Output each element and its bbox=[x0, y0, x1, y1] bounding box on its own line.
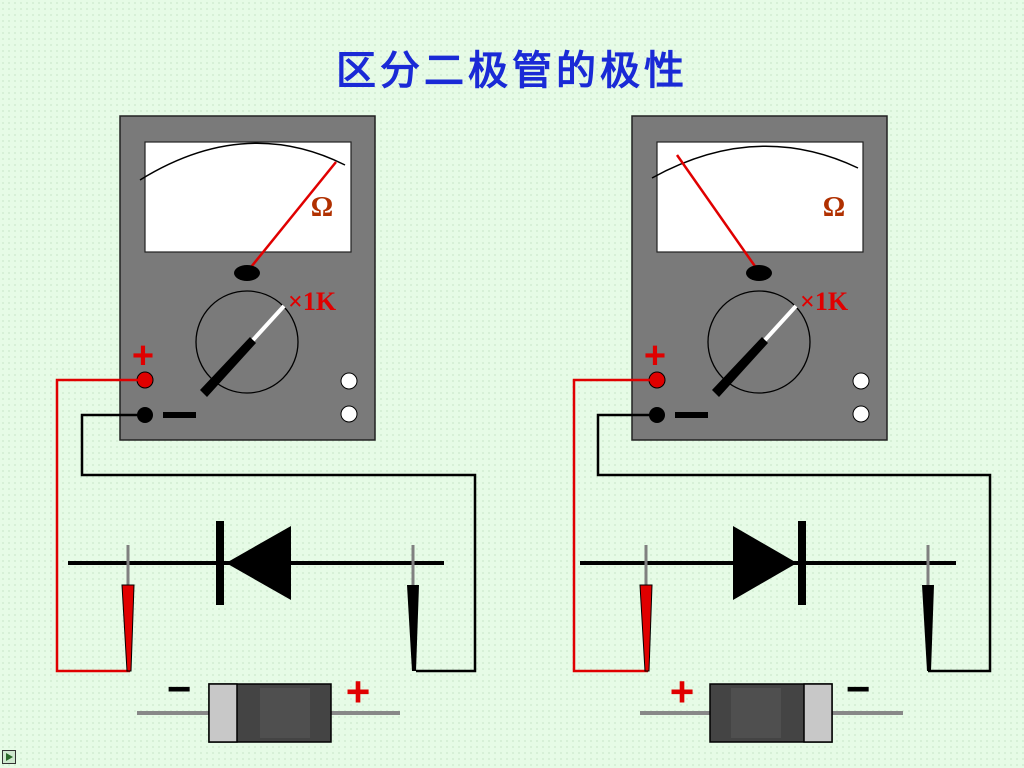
minus-jack-label bbox=[675, 412, 708, 418]
ohm-symbol: Ω bbox=[311, 192, 333, 223]
multimeter-right: Ω ×1K + bbox=[631, 115, 888, 441]
meter-dial-face bbox=[144, 141, 352, 253]
aux-jack-1[interactable] bbox=[852, 372, 870, 390]
right-assembly: Ω ×1K + + − bbox=[572, 115, 992, 743]
black-probe bbox=[407, 585, 419, 671]
slide-title: 区分二极管的极性 bbox=[336, 48, 688, 94]
meter-scale-arc bbox=[139, 142, 346, 181]
diode-triangle bbox=[733, 526, 797, 600]
diode-component-right bbox=[640, 683, 903, 743]
selector-pointer-tip bbox=[251, 304, 286, 342]
meter-needle bbox=[246, 161, 337, 273]
range-label: ×1K bbox=[800, 287, 849, 316]
meter-needle bbox=[675, 154, 761, 273]
aux-jack-2[interactable] bbox=[852, 405, 870, 423]
selector-pointer bbox=[712, 337, 768, 397]
diode-left-sign: − bbox=[167, 665, 192, 712]
red-probe bbox=[121, 584, 135, 672]
selector-pointer-tip bbox=[763, 304, 798, 342]
meter-scale-arc bbox=[651, 145, 859, 179]
red-lead-wire bbox=[572, 378, 657, 673]
black-probe bbox=[922, 585, 934, 671]
range-label: ×1K bbox=[288, 287, 337, 316]
left-assembly: Ω ×1K + bbox=[55, 115, 477, 743]
ohm-symbol: Ω bbox=[823, 192, 845, 223]
diode-right-sign: + bbox=[346, 668, 371, 715]
aux-jack-1[interactable] bbox=[340, 372, 358, 390]
red-lead-wire bbox=[55, 378, 145, 673]
diode-triangle bbox=[226, 526, 291, 600]
plus-jack-label: + bbox=[644, 335, 666, 377]
black-lead-wire bbox=[80, 413, 477, 673]
diode-cathode-bar bbox=[798, 521, 806, 605]
diode-component-left bbox=[137, 683, 400, 743]
diode-right-sign: − bbox=[846, 665, 871, 712]
minus-jack-label bbox=[163, 412, 196, 418]
black-lead-wire bbox=[596, 413, 992, 673]
diode-left-sign: + bbox=[670, 668, 695, 715]
diode-cathode-bar bbox=[216, 521, 224, 605]
play-icon[interactable] bbox=[2, 750, 16, 764]
plus-jack-label: + bbox=[132, 335, 154, 377]
aux-jack-2[interactable] bbox=[340, 405, 358, 423]
needle-pivot bbox=[746, 265, 772, 281]
needle-pivot bbox=[234, 265, 260, 281]
red-probe bbox=[639, 584, 653, 672]
multimeter-left: Ω ×1K + bbox=[119, 115, 376, 441]
selector-pointer bbox=[200, 337, 256, 397]
